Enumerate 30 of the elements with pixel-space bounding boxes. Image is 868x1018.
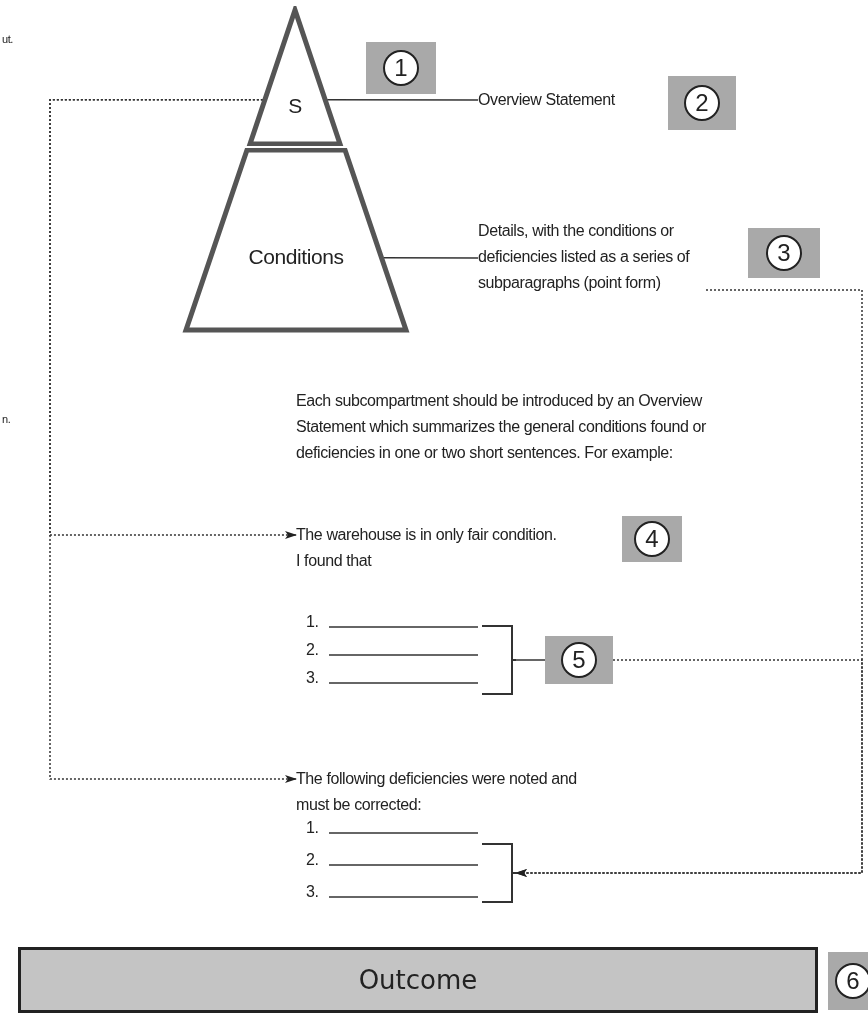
pyramid-base-section <box>182 148 410 334</box>
list-number: 2. <box>306 850 319 870</box>
list-number: 1. <box>306 612 319 632</box>
callout-number: 2 <box>668 76 736 130</box>
section-label: Conditions <box>248 244 344 270</box>
arrow <box>515 659 863 877</box>
section-label: S <box>288 93 302 119</box>
statement-text: The warehouse is in only fair condition. <box>296 525 558 545</box>
list-number: 3. <box>306 882 319 902</box>
statement-text: I found that <box>296 551 373 571</box>
margin-text: n. <box>2 412 11 426</box>
list-number: 1. <box>306 818 319 838</box>
connector-line <box>326 99 479 101</box>
connector-line <box>515 659 546 661</box>
arrow <box>49 99 297 783</box>
callout-number: 4 <box>622 516 682 562</box>
explanation-paragraph: Each subcompartment should be introduced by an Overview Statement which summarizes the general conditions found or deficiencies in one or two short sentences. For example: <box>296 391 707 463</box>
statement-text: The following deficiencies were noted and must be corrected: <box>296 769 578 815</box>
connector-line <box>382 257 479 259</box>
margin-text: ut. <box>2 32 14 46</box>
callout-number: 3 <box>748 228 820 278</box>
statement-text: Overview Statement <box>478 90 616 110</box>
callout-number: 6 <box>828 952 868 1010</box>
callout-number: 5 <box>545 636 613 684</box>
list-number: 3. <box>306 668 319 688</box>
list-number: 2. <box>306 640 319 660</box>
outcome-bar: Outcome <box>18 947 818 1013</box>
statement-text: Details, with the conditions or deficiencies listed as a series of subparagraphs (point form) <box>478 221 691 293</box>
callout-number: 1 <box>366 42 436 94</box>
arrow <box>515 289 863 877</box>
